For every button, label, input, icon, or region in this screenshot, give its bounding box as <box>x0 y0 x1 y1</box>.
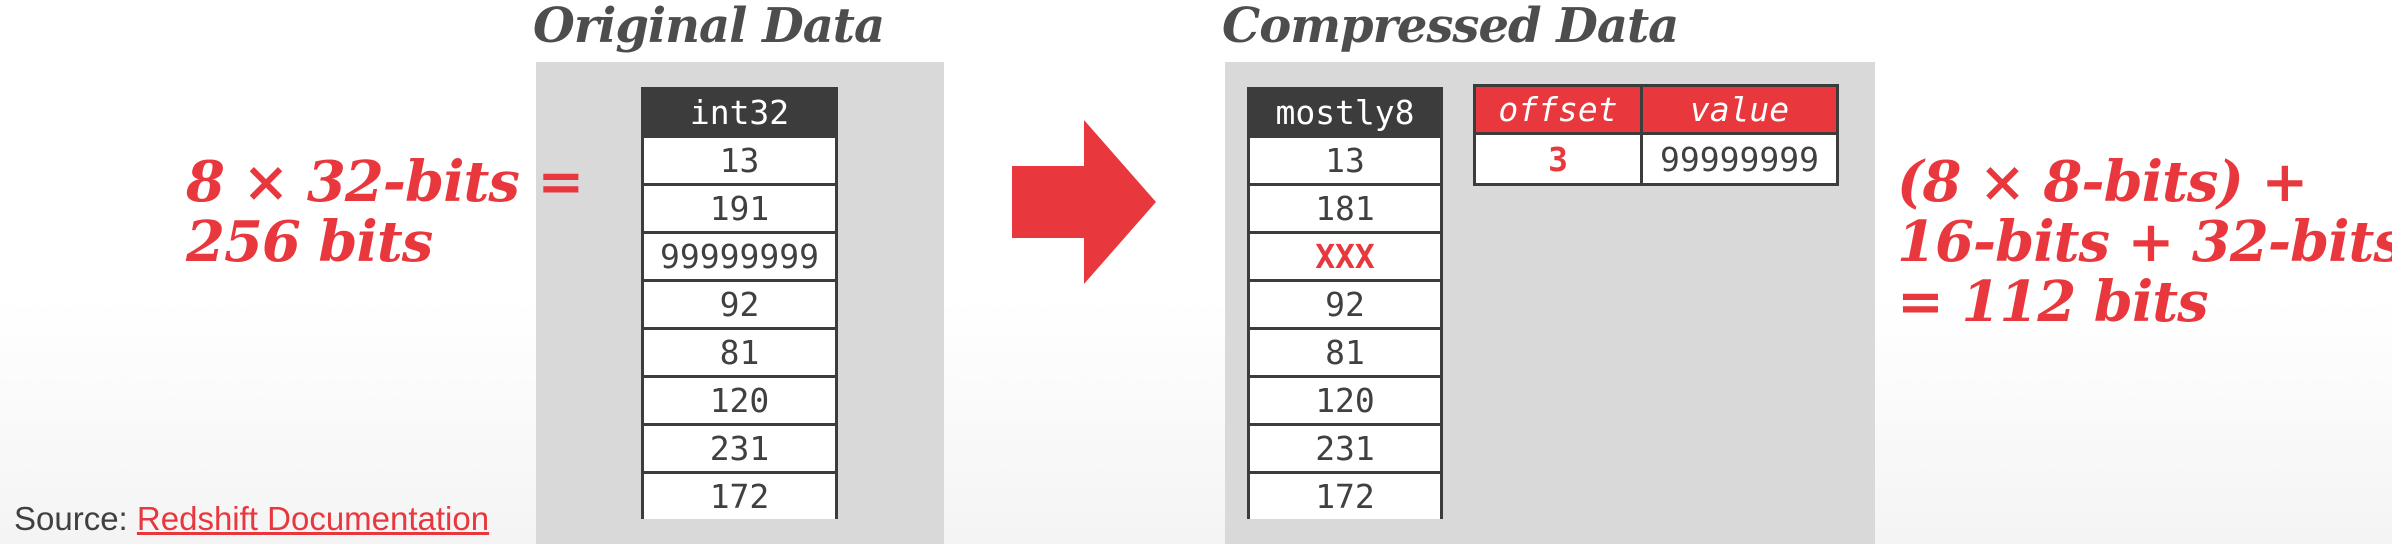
compressed-cell: 231 <box>1250 426 1440 471</box>
original-cell: 99999999 <box>644 234 835 279</box>
compressed-cell: 81 <box>1250 330 1440 375</box>
calc-line: = 112 bits <box>1897 269 2209 335</box>
calc-line: 8 × 32-bits = <box>186 149 584 215</box>
compressed-data-title: Compressed Data <box>1222 0 1679 54</box>
original-column: int32 13 191 99999999 92 81 120 231 172 <box>641 87 838 519</box>
offset-header: offset <box>1476 87 1640 132</box>
exception-table: offset value 3 99999999 <box>1473 84 1839 186</box>
calc-line: 256 bits <box>186 209 433 275</box>
source-label: Source: <box>14 500 137 537</box>
calc-line: (8 × 8-bits) + <box>1897 149 2308 215</box>
compressed-cell: 13 <box>1250 138 1440 183</box>
compressed-size-calculation: (8 × 8-bits) + 16-bits + 32-bits = 112 b… <box>1897 152 2392 332</box>
original-cell: 120 <box>644 378 835 423</box>
calc-line: 16-bits + 32-bits <box>1897 209 2392 275</box>
value-cell: 99999999 <box>1643 135 1836 183</box>
compressed-cell: 92 <box>1250 282 1440 327</box>
compressed-column: mostly8 13 181 XXX 92 81 120 231 172 <box>1247 87 1443 519</box>
original-cell: 191 <box>644 186 835 231</box>
compressed-cell: 172 <box>1250 474 1440 519</box>
original-cell: 172 <box>644 474 835 519</box>
right-arrow-icon <box>1012 120 1156 284</box>
value-header: value <box>1643 87 1836 132</box>
original-size-calculation: 8 × 32-bits = 256 bits <box>186 149 584 275</box>
original-data-title: Original Data <box>533 0 885 54</box>
compressed-cell: 181 <box>1250 186 1440 231</box>
redshift-documentation-link[interactable]: Redshift Documentation <box>136 500 490 537</box>
offset-cell: 3 <box>1476 135 1640 183</box>
original-cell: 231 <box>644 426 835 471</box>
compressed-cell: 120 <box>1250 378 1440 423</box>
original-cell: 81 <box>644 330 835 375</box>
original-cell: 92 <box>644 282 835 327</box>
original-cell: 13 <box>644 138 835 183</box>
column-header-int32: int32 <box>689 93 790 132</box>
source-citation: Source: Redshift Documentation <box>14 500 489 538</box>
compressed-cell-exception-marker: XXX <box>1250 234 1440 279</box>
column-header-mostly8: mostly8 <box>1275 93 1415 132</box>
